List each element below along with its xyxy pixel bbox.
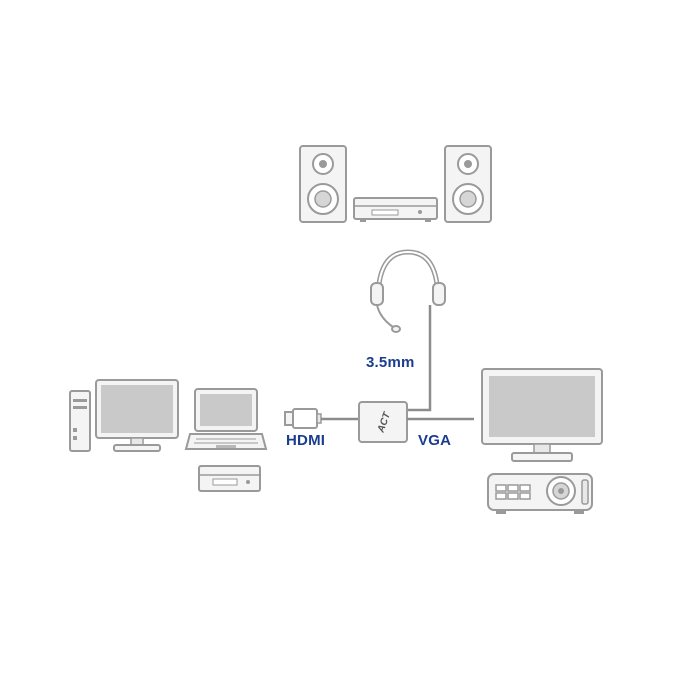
vga-label: VGA — [418, 432, 452, 449]
vga-monitor-icon — [481, 368, 603, 462]
desktop-monitor-icon — [95, 379, 179, 452]
media-player-icon — [198, 465, 261, 492]
adapter-icon: ACT — [358, 401, 408, 443]
hdmi-label: HDMI — [286, 432, 326, 449]
desktop-tower-icon — [69, 390, 91, 452]
speaker-left-icon — [299, 145, 347, 223]
headset-icon — [370, 249, 446, 333]
audio-cable — [407, 305, 432, 412]
speaker-right-icon — [444, 145, 492, 223]
hdmi-plug-icon — [284, 408, 322, 429]
stereo-receiver-icon — [353, 197, 438, 222]
laptop-icon — [184, 388, 268, 450]
projector-icon — [487, 473, 593, 514]
audio-jack-label: 3.5mm — [366, 354, 415, 371]
